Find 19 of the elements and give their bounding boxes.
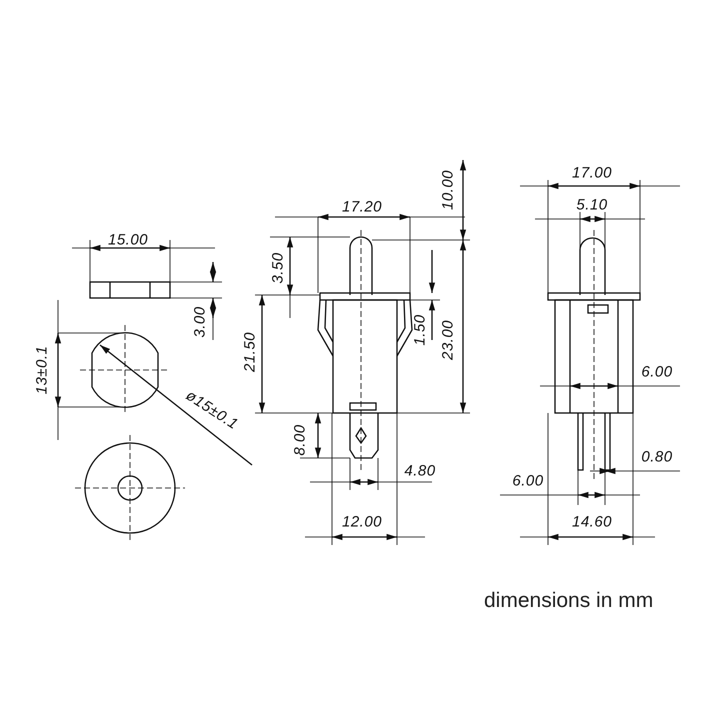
dimension-label: 1.50 — [412, 314, 428, 346]
dimension-label: 23.00 — [440, 320, 456, 360]
dimension-label: 15.00 — [108, 232, 148, 248]
dimension-label: 5.10 — [576, 198, 608, 212]
dimension-label: 14.60 — [572, 514, 612, 530]
dimension-label: 10.00 — [440, 170, 456, 210]
caption: dimensions in mm — [484, 590, 654, 611]
dimension-label: 17.20 — [342, 200, 382, 214]
dimension-label: 0.80 — [641, 450, 673, 464]
dimension-label: 8.00 — [292, 424, 308, 456]
dimension-label: 17.00 — [572, 166, 612, 180]
dimension-label: 3.50 — [270, 252, 286, 284]
dimension-label: 4.80 — [404, 464, 436, 478]
dimension-label: 12.00 — [342, 514, 382, 530]
dimension-label: 6.00 — [641, 364, 673, 380]
dimension-label: 3.00 — [192, 306, 208, 338]
dimension-label: 6.00 — [512, 474, 544, 488]
dimension-label: 21.50 — [242, 332, 258, 372]
dimension-label: 13±0.1 — [34, 346, 50, 394]
